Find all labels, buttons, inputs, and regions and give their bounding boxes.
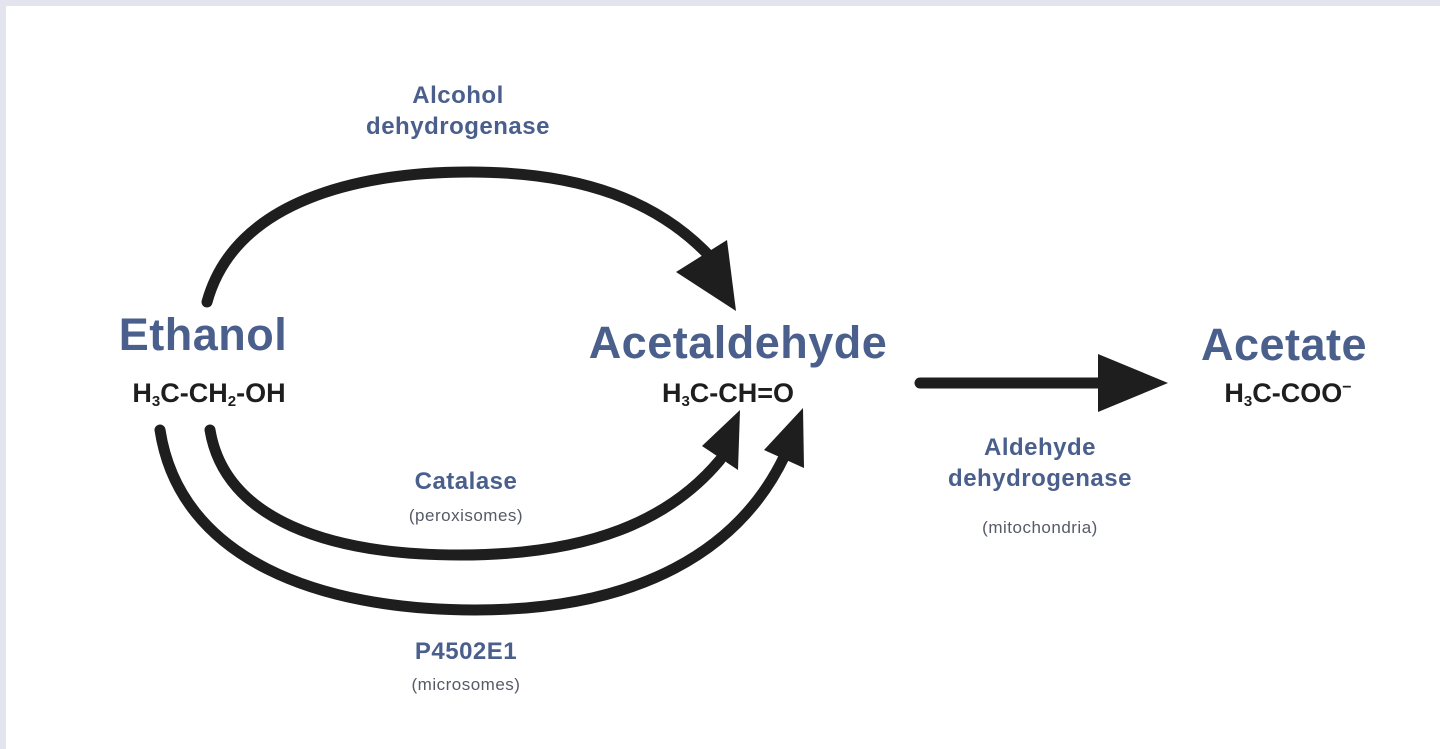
compound-ethanol-formula: H3C-CH2-OH xyxy=(132,378,286,410)
compound-acetaldehyde-name: Acetaldehyde xyxy=(588,317,888,368)
enzyme-alcohol-dehydrogenase: Alcohol dehydrogenase xyxy=(318,80,598,142)
enzyme-catalase-location: (peroxisomes) xyxy=(408,506,524,525)
enzyme-p4502e1-name: P4502E1 xyxy=(414,638,518,665)
enzyme-p4502e1-location: (microsomes) xyxy=(411,675,521,694)
enzyme-catalase-name: Catalase xyxy=(414,468,518,495)
arrow-catalase xyxy=(204,424,726,561)
arrowhead-p450 xyxy=(764,408,804,468)
compound-ethanol-name: Ethanol xyxy=(118,309,288,360)
arrow-p450 xyxy=(154,424,791,616)
arrowhead-adh xyxy=(676,240,736,311)
arrowhead-catalase xyxy=(702,410,740,470)
enzyme-adh-line1: Alcohol xyxy=(412,82,504,109)
arrow-alcohol-dehydrogenase xyxy=(201,166,721,308)
enzyme-aldh-line1: Aldehyde xyxy=(983,434,1097,461)
enzyme-aldh-line2: dehydrogenase xyxy=(948,465,1132,492)
enzyme-aldehyde-dehydrogenase: Aldehyde dehydrogenase xyxy=(890,432,1190,494)
arrowhead-aldh xyxy=(1098,354,1168,412)
compound-acetate-name: Acetate xyxy=(1200,319,1368,370)
compound-acetaldehyde-formula: H3C-CH=O xyxy=(661,378,795,410)
compound-acetate-formula: H3C-COO− xyxy=(1224,378,1352,410)
enzyme-aldh-location: (mitochondria) xyxy=(982,518,1098,537)
enzyme-adh-line2: dehydrogenase xyxy=(366,113,550,140)
